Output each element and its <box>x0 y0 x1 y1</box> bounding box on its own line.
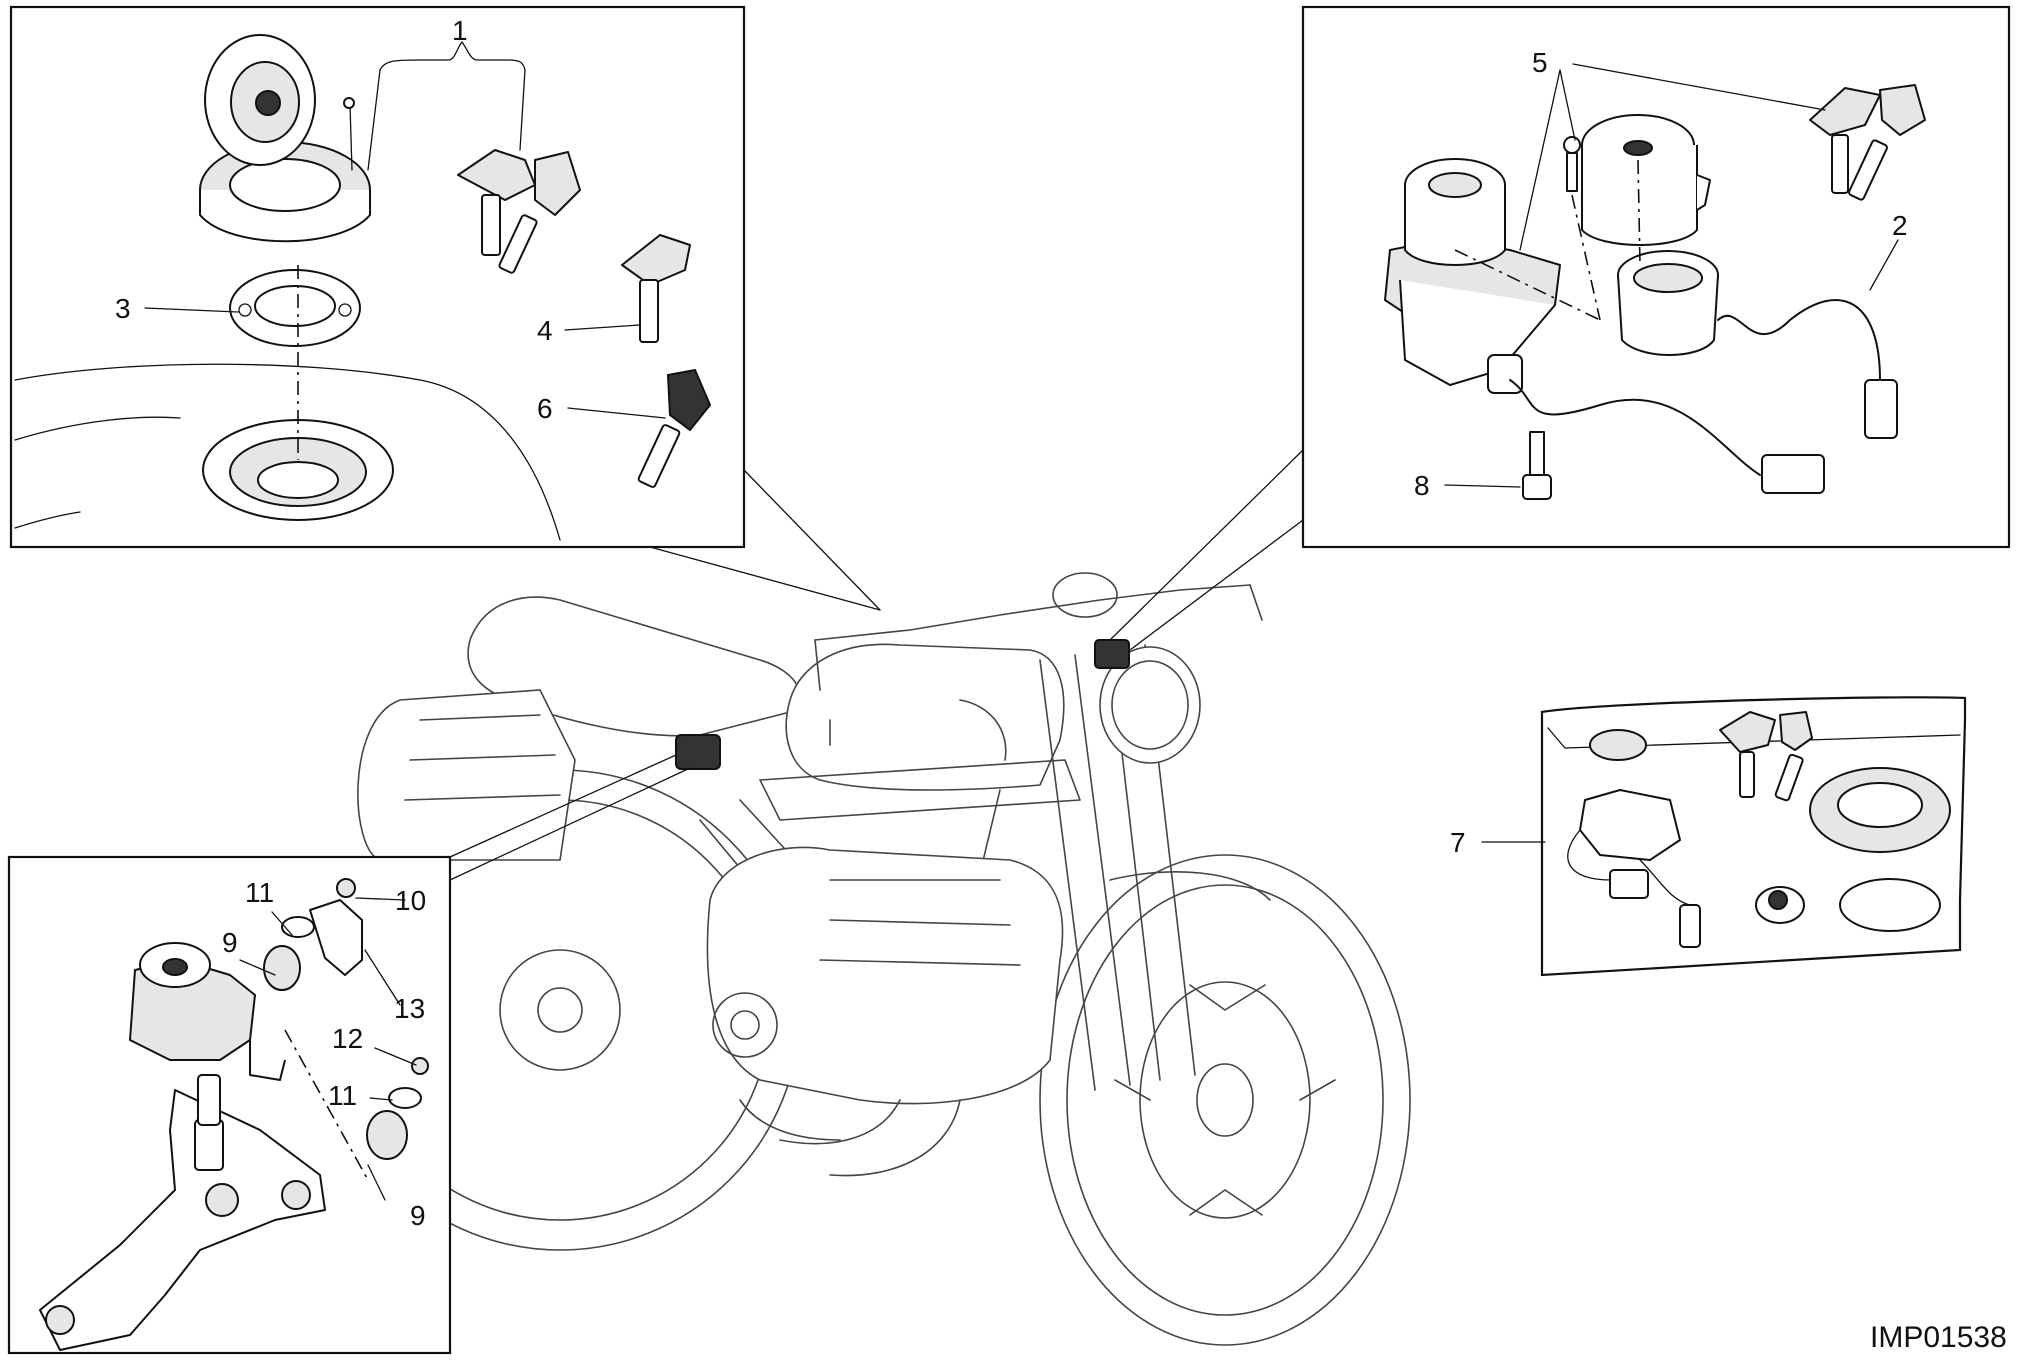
drawing-id: IMP01538 <box>1870 1321 2007 1354</box>
screw-10 <box>336 878 356 898</box>
callout-11-lower: 11 <box>328 1080 357 1111</box>
key-set <box>457 149 581 274</box>
ignition-cover <box>1581 114 1711 246</box>
seat-lock-on-bike <box>675 734 721 770</box>
fuel-cap <box>199 34 371 243</box>
motorcycle-illustration <box>319 572 1411 1346</box>
ignition-switch-body <box>1384 158 1561 394</box>
key-4 <box>621 234 691 343</box>
callout-3: 3 <box>115 293 131 324</box>
screw-12 <box>411 1057 429 1075</box>
lock-kit-panel: 7 <box>1450 696 1967 977</box>
callout-4: 4 <box>537 315 553 346</box>
callout-1: 1 <box>452 15 468 46</box>
callout-11-upper: 11 <box>245 877 274 908</box>
front-fork <box>1039 644 1196 1091</box>
washer-11-upper <box>281 916 315 938</box>
bolt-8 <box>1522 431 1552 500</box>
callout-12: 12 <box>332 1023 363 1054</box>
ignition-switch-detail-panel: 5 2 8 <box>1301 5 2011 549</box>
handlebar <box>814 584 1251 641</box>
fuel-tank <box>785 643 1065 791</box>
exhaust <box>357 689 576 861</box>
filler-neck <box>202 419 394 521</box>
mounting-bracket <box>39 1089 326 1351</box>
screw-5 <box>1563 136 1581 192</box>
engine <box>706 846 1064 1105</box>
callout-7: 7 <box>1450 827 1466 858</box>
headlight <box>1099 646 1201 764</box>
instrument-cluster <box>1052 572 1118 618</box>
panel-connector-lines <box>449 449 1304 881</box>
callout-9-upper: 9 <box>222 927 238 958</box>
callout-13: 13 <box>394 993 425 1024</box>
callout-10: 10 <box>395 885 426 916</box>
callout-9-lower: 9 <box>410 1200 426 1231</box>
callout-5: 5 <box>1532 47 1548 78</box>
bracket-13 <box>309 899 363 976</box>
callout-2: 2 <box>1892 210 1908 241</box>
seat-lock-detail-panel: 11 9 10 13 12 11 9 <box>7 855 452 1355</box>
callout-6: 6 <box>537 393 553 424</box>
grommet-9-lower <box>366 1110 408 1160</box>
grommet-9-upper <box>263 945 301 991</box>
key-6 <box>637 368 712 488</box>
washer-11-lower <box>388 1087 422 1109</box>
lock-cylinder <box>1617 250 1719 356</box>
front-wheel <box>1039 854 1411 1346</box>
ignition-switch-on-bike <box>1094 639 1130 669</box>
ignition-keys <box>1809 84 1926 201</box>
seat-lock-body <box>129 942 286 1081</box>
callout-8: 8 <box>1414 470 1430 501</box>
fuel-cap-detail-panel: 1 3 4 6 <box>9 5 746 549</box>
gasket <box>229 269 361 347</box>
